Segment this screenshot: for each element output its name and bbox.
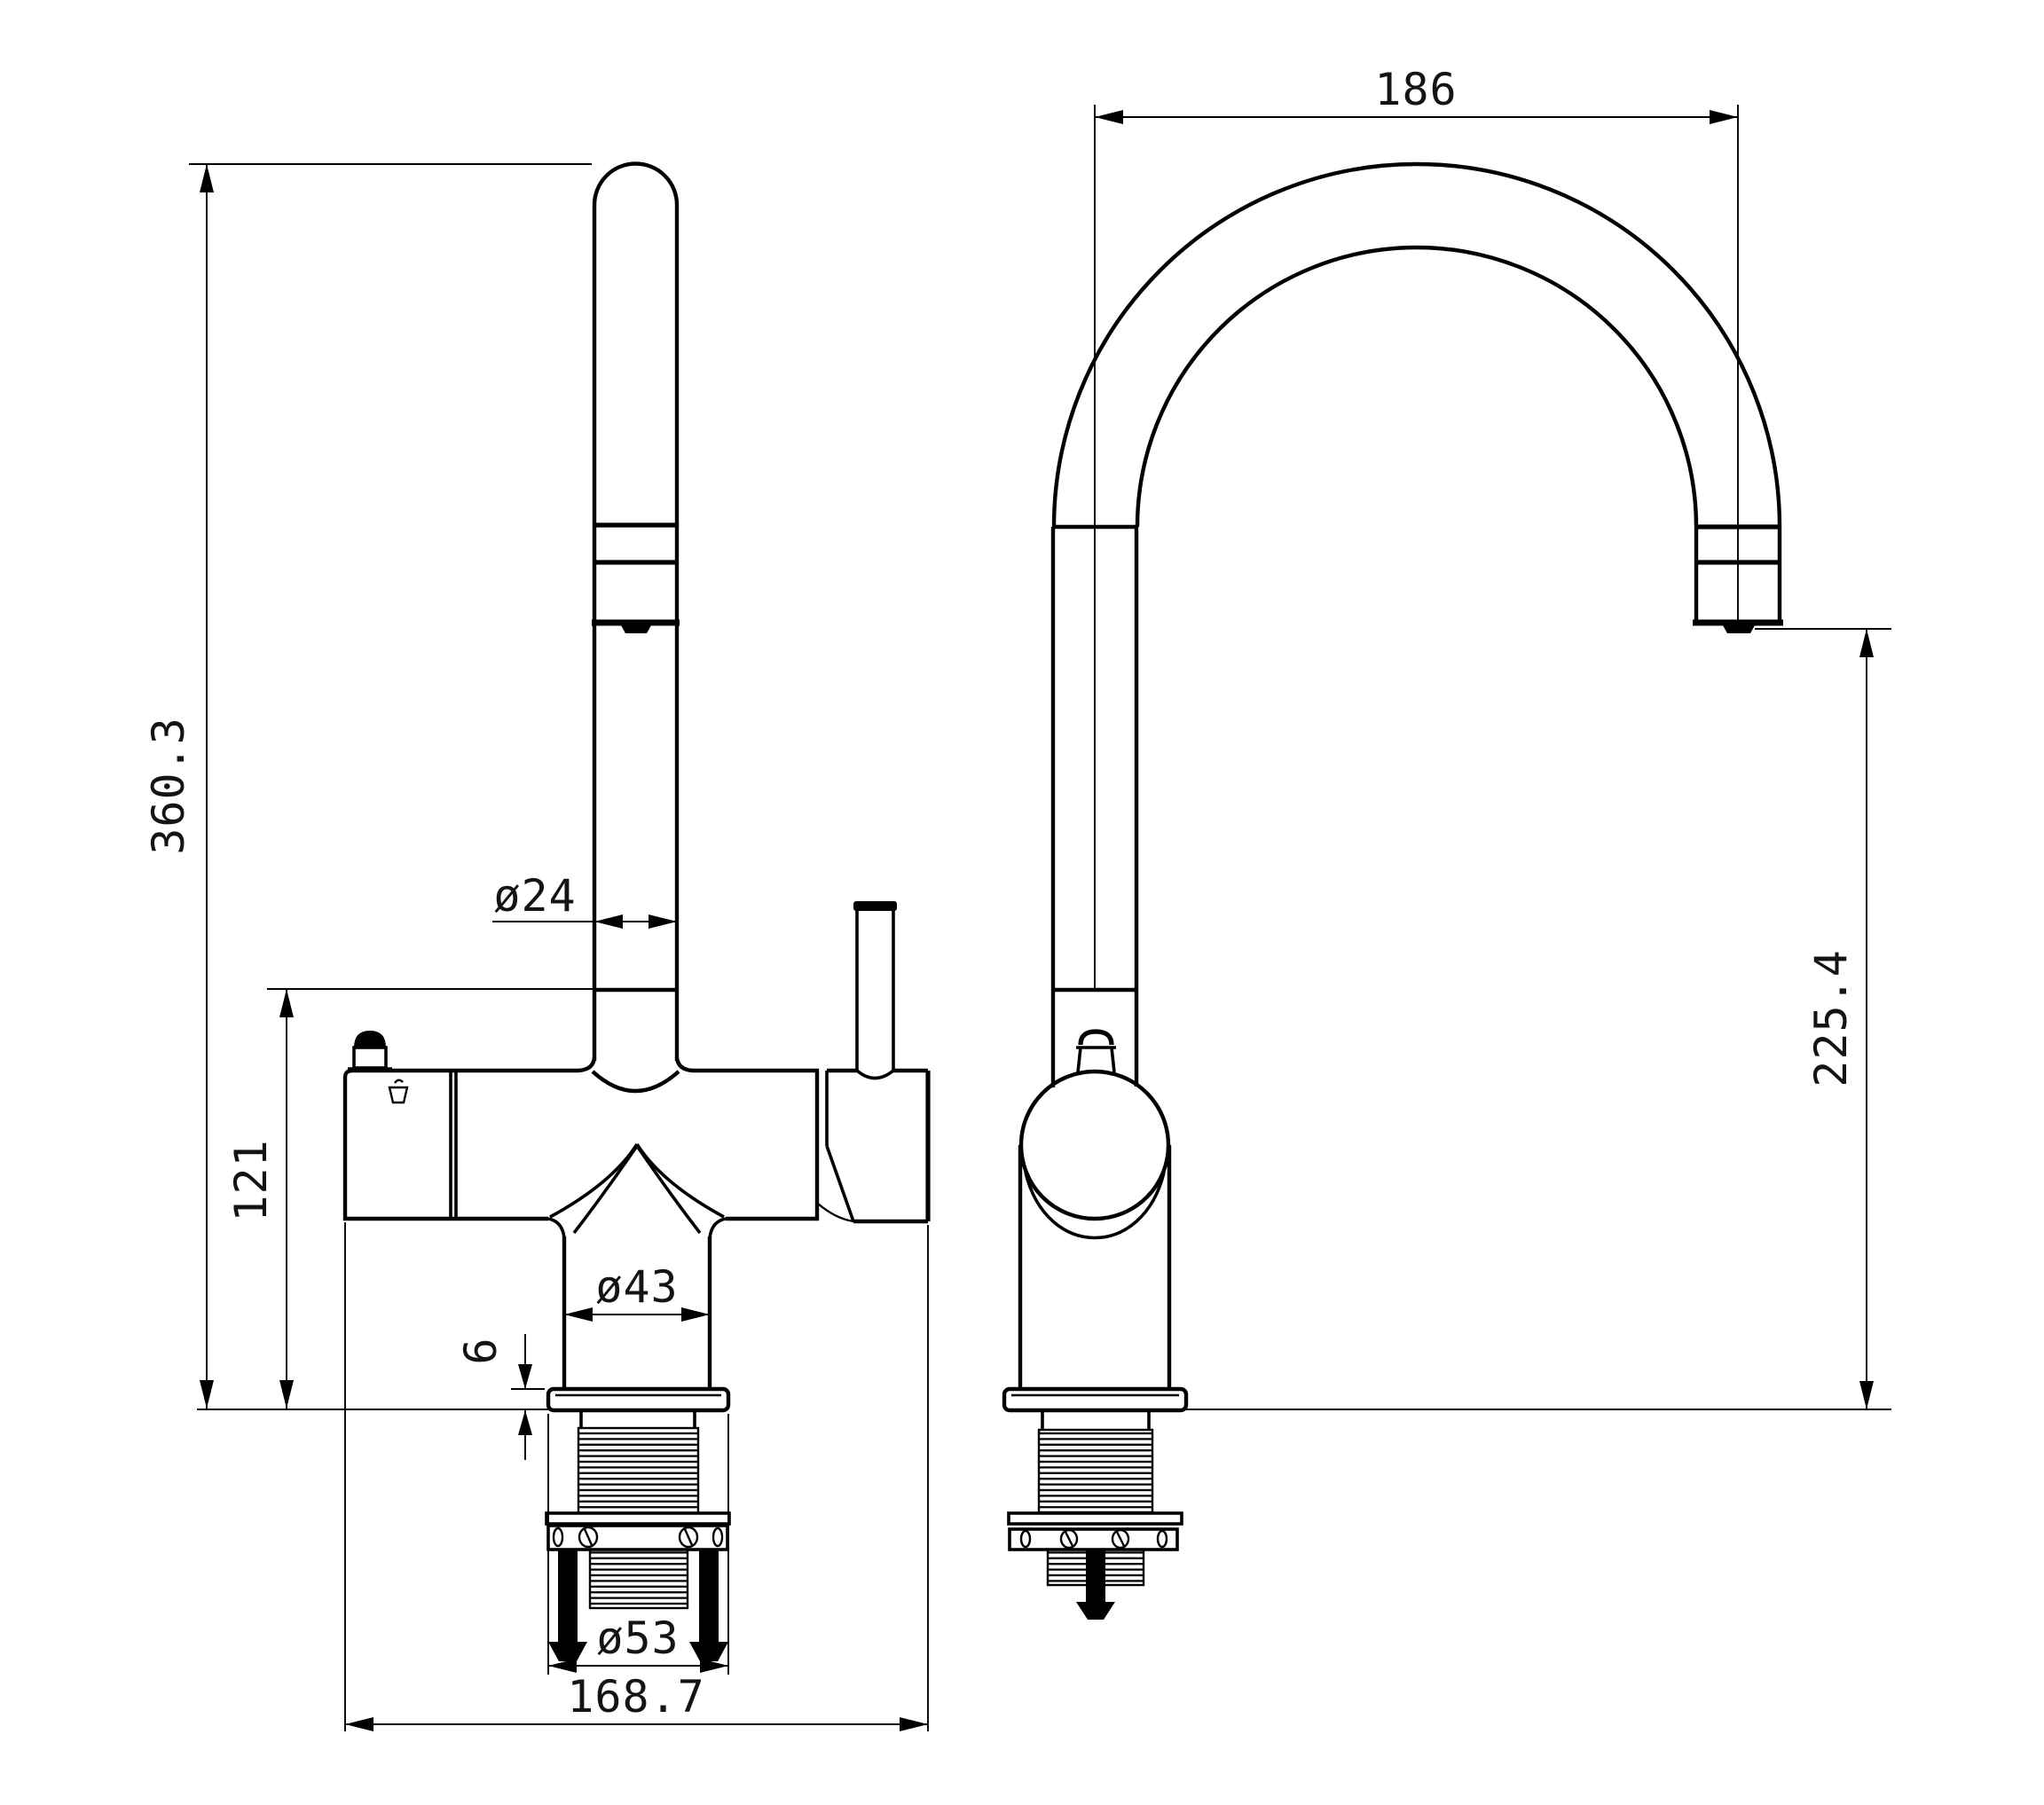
dim-outlet-height: 225.4 — [1186, 628, 1891, 1410]
front-thermostat-knob — [348, 1031, 392, 1071]
dim-overall-width: 168.7 — [344, 1222, 929, 1731]
side-deck-plate — [1002, 1386, 1189, 1413]
side-spout-arc — [1051, 161, 1782, 528]
front-fixing-studs — [548, 1550, 728, 1661]
dim-label-overall-width: 168.7 — [567, 1671, 705, 1723]
side-mounting-bracket — [1008, 1527, 1179, 1551]
dim-label-spout-reach: 186 — [1374, 64, 1457, 115]
hot-water-cup-icon — [388, 1079, 409, 1104]
side-threaded-shank — [1007, 1410, 1183, 1620]
dim-body-diameter: ø43 — [564, 1261, 710, 1322]
front-body — [342, 1068, 820, 1389]
side-view — [1002, 161, 1783, 1620]
front-threaded-shank — [545, 1410, 731, 1661]
side-body — [1018, 1069, 1172, 1389]
dim-label-overall-height: 360.3 — [143, 717, 194, 855]
dim-label-tube-diameter: ø24 — [493, 870, 576, 922]
handle-lever-rod — [853, 901, 897, 1071]
side-aerator-tab — [1723, 625, 1755, 633]
dim-label-outlet-height: 225.4 — [1805, 949, 1857, 1087]
dim-label-body-diameter: ø43 — [595, 1261, 678, 1313]
dim-spout-reach: 186 — [1094, 64, 1739, 990]
dim-label-body-height: 121 — [225, 1139, 277, 1221]
side-riser — [1050, 524, 1139, 1087]
front-view — [342, 161, 931, 1661]
dim-deck-thickness: 6 — [455, 1334, 545, 1460]
front-deck-plate — [546, 1386, 731, 1413]
front-aerator-tab — [621, 625, 651, 633]
side-fixing-stud — [1076, 1550, 1115, 1620]
dim-tube-diameter: ø24 — [492, 870, 677, 929]
dim-base-plate-diameter: ø53 — [547, 1414, 729, 1675]
dim-label-base-plate-diameter: ø53 — [596, 1613, 679, 1664]
dim-body-height: 121 — [225, 988, 593, 1409]
front-tube-body-junction — [578, 1056, 694, 1094]
side-thermostat-knob — [1076, 1029, 1116, 1073]
dim-overall-height: 360.3 — [143, 163, 592, 1409]
dimensions: 186 360.3 121 225.4 — [143, 64, 1891, 1731]
dim-label-deck-thickness: 6 — [455, 1337, 507, 1364]
front-handle — [817, 901, 931, 1224]
front-mounting-bracket — [546, 1524, 729, 1551]
front-spout-tube — [592, 161, 680, 1061]
